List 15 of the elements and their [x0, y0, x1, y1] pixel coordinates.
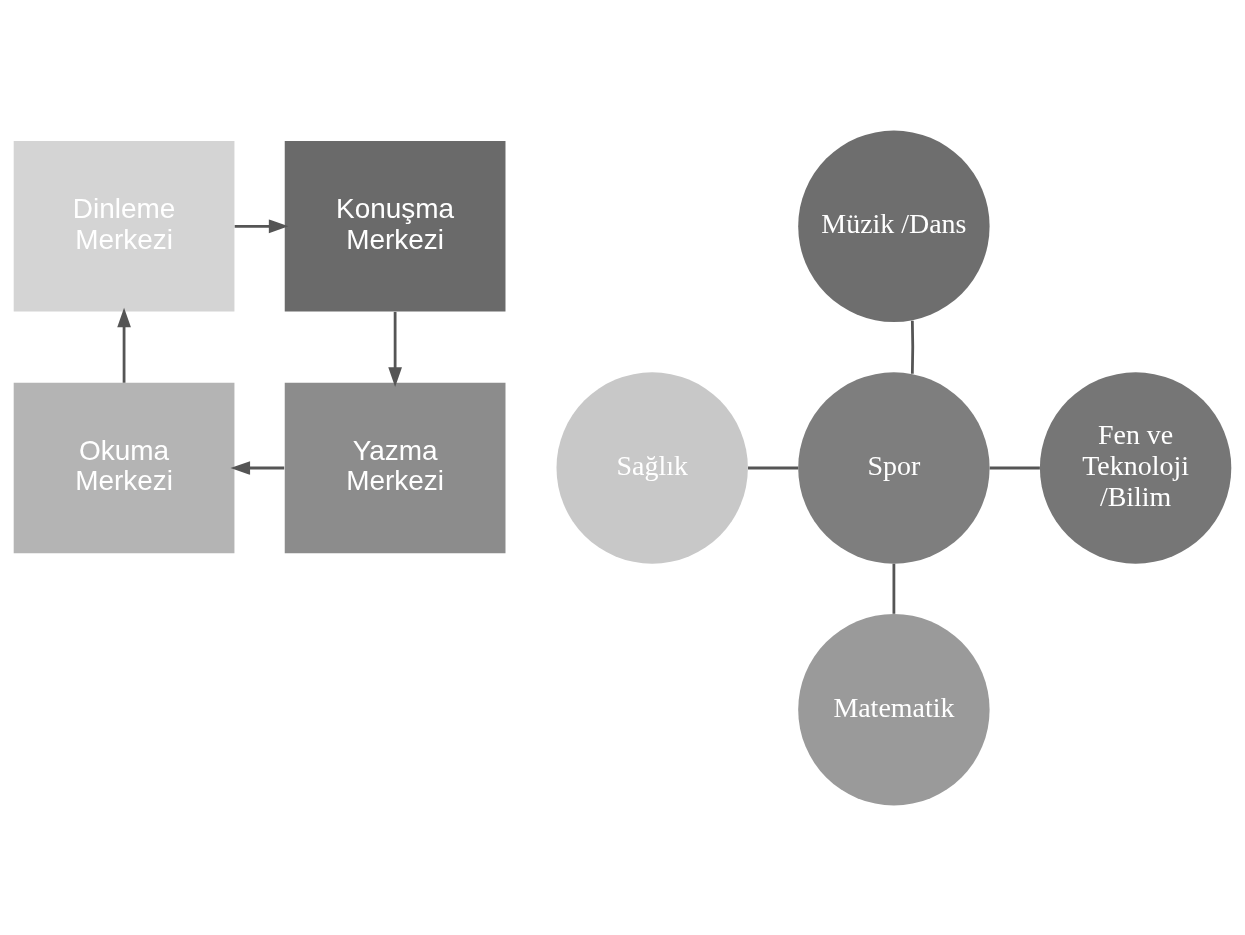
- node-circle: Matematik: [798, 613, 990, 805]
- connector: [748, 466, 799, 469]
- arrow: [234, 218, 289, 233]
- node-circle: Fen ve Teknoloji /Bilim: [1039, 371, 1232, 564]
- node-box: Yazma Merkezi: [284, 382, 506, 553]
- connector: [910, 320, 915, 374]
- node-box: Konuşma Merkezi: [284, 140, 506, 311]
- arrow: [388, 311, 402, 387]
- node-circle: Müzik /Dans: [798, 130, 990, 322]
- node-circle: Spor: [798, 371, 990, 564]
- arrow: [117, 307, 131, 383]
- arrow: [230, 460, 285, 475]
- node-box: Okuma Merkezi: [13, 382, 235, 553]
- connector: [989, 466, 1040, 469]
- connector: [892, 563, 896, 614]
